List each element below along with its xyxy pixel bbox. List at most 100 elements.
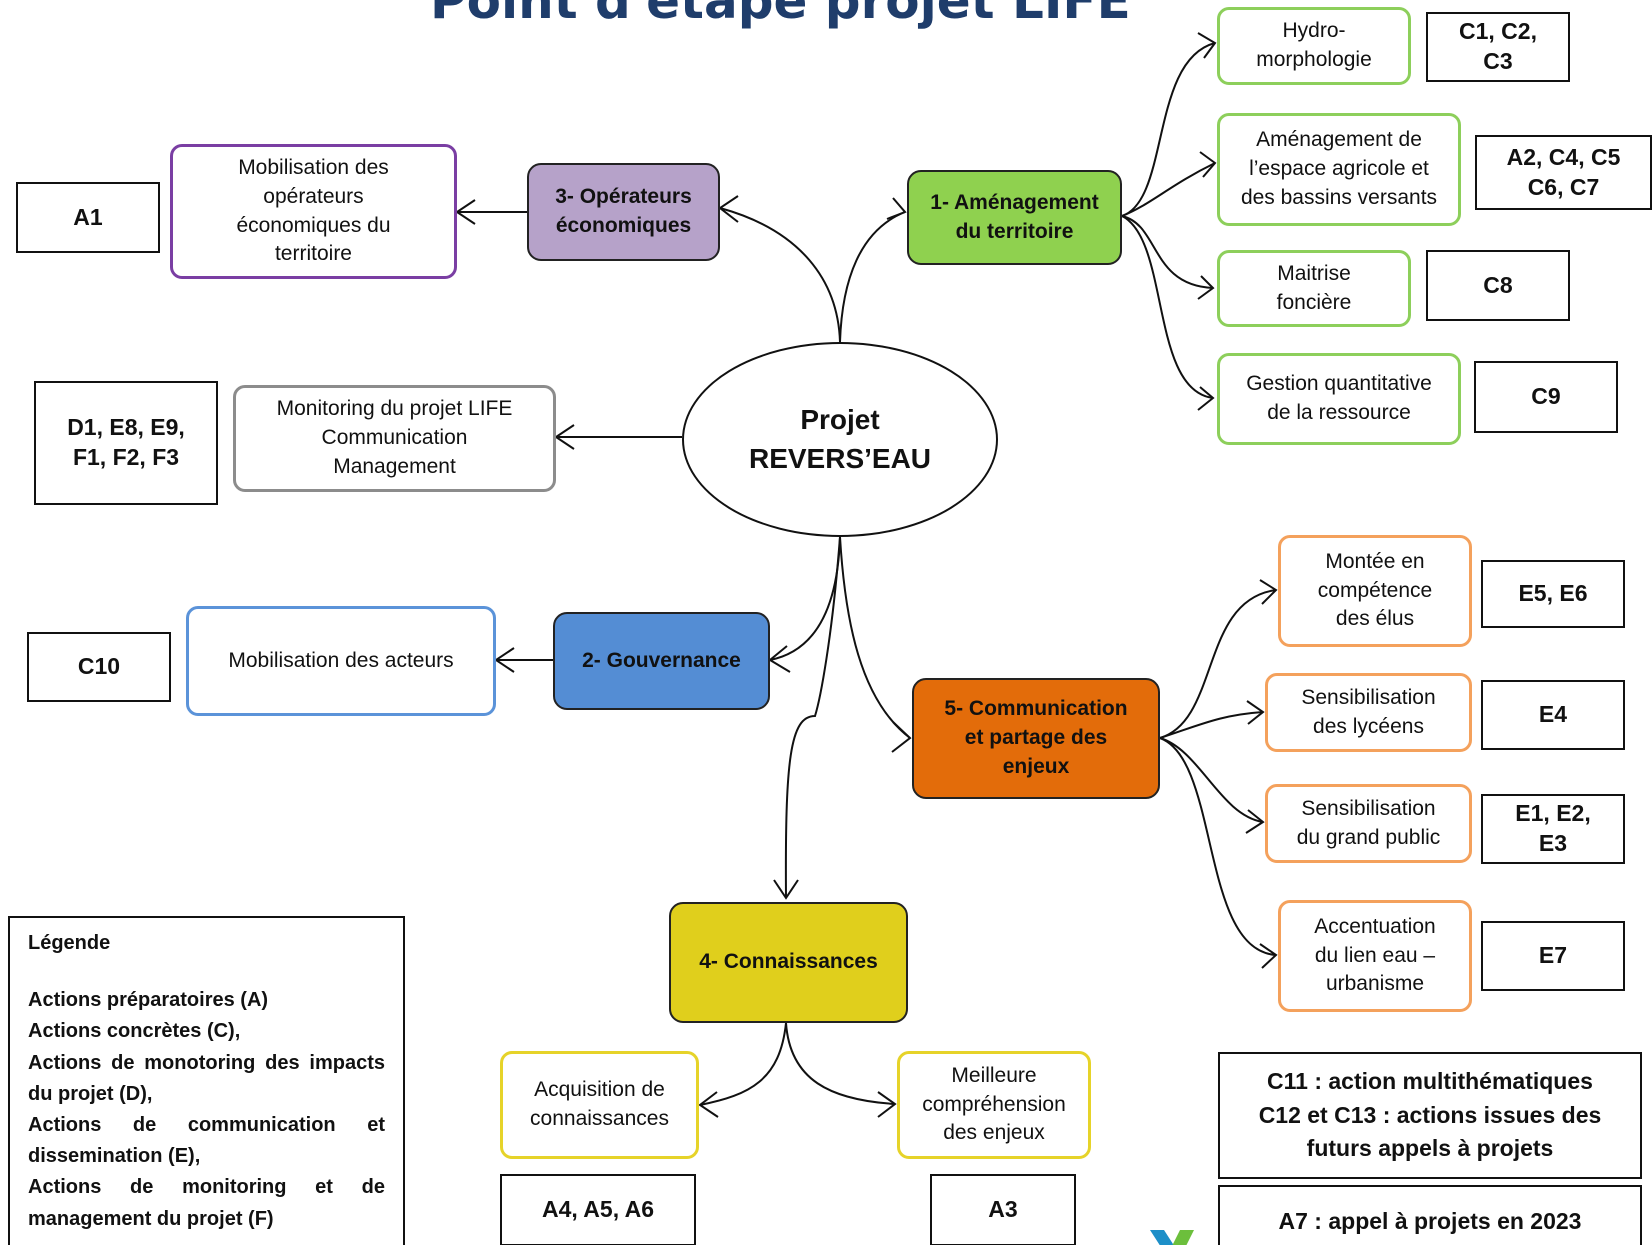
note-c11-c13: C11 : action multithématiques C12 et C13…: [1218, 1052, 1642, 1179]
code-hydro-text: C1, C2, C3: [1459, 18, 1537, 74]
arrowhead: [773, 879, 799, 900]
code-acteurs: C10: [27, 632, 171, 702]
code-comprehension-text: A3: [988, 1196, 1018, 1223]
arrowhead: [877, 1091, 897, 1118]
root-title-line1: Projet: [800, 403, 880, 435]
arrowhead: [455, 199, 476, 225]
arrow-connaissances-to-acquisition: [699, 1022, 787, 1106]
code-lyceens-text: E4: [1538, 701, 1568, 728]
code-monitoring: D1, E8, E9, F1, F2, F3: [34, 381, 218, 505]
code-acquisition: A4, A5, A6: [500, 1174, 696, 1245]
arrow-communication-to-lyceens: [1159, 711, 1264, 739]
leaf-mobilisation-operateurs: Mobilisation des opérateurs économiques …: [170, 144, 457, 279]
legend-box: Légende Actions préparatoires (A) Action…: [8, 916, 405, 1245]
leaf-montee-competence: Montée en compétence des élus: [1278, 535, 1472, 647]
page-title: Point d'étape projet LIFE: [430, 0, 1131, 30]
leaf-accentuation-label: Accentuation du lien eau – urbanisme: [1314, 914, 1436, 996]
arrowhead: [1199, 151, 1217, 178]
leaf-amenagement-agricole-label: Aménagement de l’espace agricole et des …: [1240, 128, 1438, 209]
code-maitrise-text: C8: [1483, 271, 1513, 298]
note-a7-text: A7 : appel à projets en 2023: [1278, 1208, 1582, 1234]
partner-logo-icon: [1150, 1230, 1194, 1245]
leaf-monitoring: Monitoring du projet LIFE Communication …: [233, 385, 556, 492]
leaf-acquisition-label: Acquisition de connaissances: [530, 1078, 669, 1130]
arrow-amenagement-to-hydro: [1121, 42, 1216, 217]
leaf-mobilisation-acteurs-label: Mobilisation des acteurs: [228, 648, 454, 672]
leaf-acquisition: Acquisition de connaissances: [500, 1051, 699, 1159]
leaf-gestion-label: Gestion quantitative de la ressource: [1246, 372, 1432, 424]
arrow-root-to-operateurs: [719, 207, 841, 343]
code-montee: E5, E6: [1481, 560, 1625, 628]
legend-item: Actions concrètes (C),: [28, 1020, 241, 1043]
arrow-root-to-communication: [839, 536, 911, 739]
code-lyceens: E4: [1481, 680, 1625, 750]
code-monitoring-text: D1, E8, E9, F1, F2, F3: [67, 414, 185, 470]
arrowhead: [1197, 32, 1217, 59]
arrow-communication-to-accentuation: [1159, 737, 1277, 956]
arrowhead: [886, 197, 907, 220]
code-operateurs: A1: [16, 182, 160, 253]
code-accentuation-text: E7: [1538, 942, 1568, 969]
legend-item: Actions de monotoring des impacts du pro…: [28, 1051, 385, 1105]
hub-communication: 5- Communication et partage des enjeux: [912, 678, 1160, 799]
hub-connaissances: 4- Connaissances: [669, 902, 908, 1023]
leaf-hydro-label: Hydro- morphologie: [1256, 19, 1372, 71]
arrow-connaissances-to-comprehension: [785, 1022, 896, 1105]
code-grand-public-text: E1, E2, E3: [1515, 800, 1591, 856]
code-acteurs-text: C10: [77, 653, 121, 680]
hub-connaissances-label: 4- Connaissances: [699, 950, 878, 974]
code-gestion-text: C9: [1531, 383, 1561, 410]
arrowhead: [554, 424, 575, 450]
leaf-monitoring-label: Monitoring du projet LIFE Communication …: [276, 397, 513, 478]
code-comprehension: A3: [930, 1174, 1076, 1245]
code-operateurs-text: A1: [73, 203, 103, 230]
note-c11-c13-text: C11 : action multithématiques C12 et C13…: [1258, 1068, 1602, 1162]
code-accentuation: E7: [1481, 921, 1625, 991]
hub-gouvernance-label: 2- Gouvernance: [582, 648, 741, 672]
hub-operateurs: 3- Opérateurs économiques: [527, 163, 720, 261]
arrow-communication-to-montee: [1159, 589, 1277, 739]
leaf-mobilisation-operateurs-label: Mobilisation des opérateurs économiques …: [236, 155, 391, 266]
hub-communication-label: 5- Communication et partage des enjeux: [944, 697, 1128, 778]
arrow-root-to-connaissances: [784, 536, 841, 899]
arrowhead: [891, 721, 912, 753]
hub-amenagement-label: 1- Aménagement du territoire: [930, 190, 1099, 243]
hub-amenagement: 1- Aménagement du territoire: [907, 170, 1122, 265]
leaf-grand-public: Sensibilisation du grand public: [1265, 784, 1472, 863]
legend-item: Actions de communication et disseminatio…: [28, 1113, 385, 1168]
arrowhead: [1245, 809, 1265, 834]
arrow-root-to-amenagement: [839, 211, 906, 343]
arrowhead: [1197, 386, 1215, 411]
code-hydro: C1, C2, C3: [1426, 12, 1570, 82]
code-amenagement-agricole-text: A2, C4, C5 C6, C7: [1506, 143, 1621, 200]
note-a7: A7 : appel à projets en 2023: [1218, 1185, 1642, 1245]
code-maitrise: C8: [1426, 250, 1570, 321]
arrowhead: [1259, 943, 1278, 969]
code-amenagement-agricole: A2, C4, C5 C6, C7: [1475, 135, 1652, 210]
code-acquisition-text: A4, A5, A6: [541, 1196, 655, 1223]
arrow-communication-to-grand-public: [1159, 737, 1264, 823]
leaf-lyceens-label: Sensibilisation des lycéens: [1301, 685, 1436, 738]
leaf-hydro: Hydro- morphologie: [1217, 7, 1411, 85]
leaf-maitrise: Maitrise foncière: [1217, 250, 1411, 327]
arrowhead: [698, 1091, 719, 1118]
code-montee-text: E5, E6: [1518, 580, 1588, 607]
hub-gouvernance: 2- Gouvernance: [553, 612, 770, 710]
leaf-maitrise-label: Maitrise foncière: [1276, 261, 1352, 314]
legend-item: Actions préparatoires (A): [28, 989, 269, 1012]
legend-item: Actions de monitoring et de management d…: [28, 1176, 385, 1230]
arrowhead: [494, 647, 515, 673]
leaf-comprehension: Meilleure compréhension des enjeux: [897, 1051, 1091, 1159]
leaf-grand-public-label: Sensibilisation du grand public: [1296, 796, 1441, 849]
code-grand-public: E1, E2, E3: [1481, 794, 1625, 864]
arrowhead: [718, 195, 739, 223]
arrow-amenagement-to-maitrise: [1121, 215, 1214, 289]
leaf-accentuation: Accentuation du lien eau – urbanisme: [1278, 900, 1472, 1012]
code-gestion: C9: [1474, 361, 1618, 433]
arrow-amenagement-to-agricole: [1121, 162, 1216, 217]
leaf-amenagement-agricole: Aménagement de l’espace agricole et des …: [1217, 113, 1461, 226]
leaf-montee-competence-label: Montée en compétence des élus: [1317, 549, 1433, 631]
arrowhead: [1197, 275, 1215, 300]
